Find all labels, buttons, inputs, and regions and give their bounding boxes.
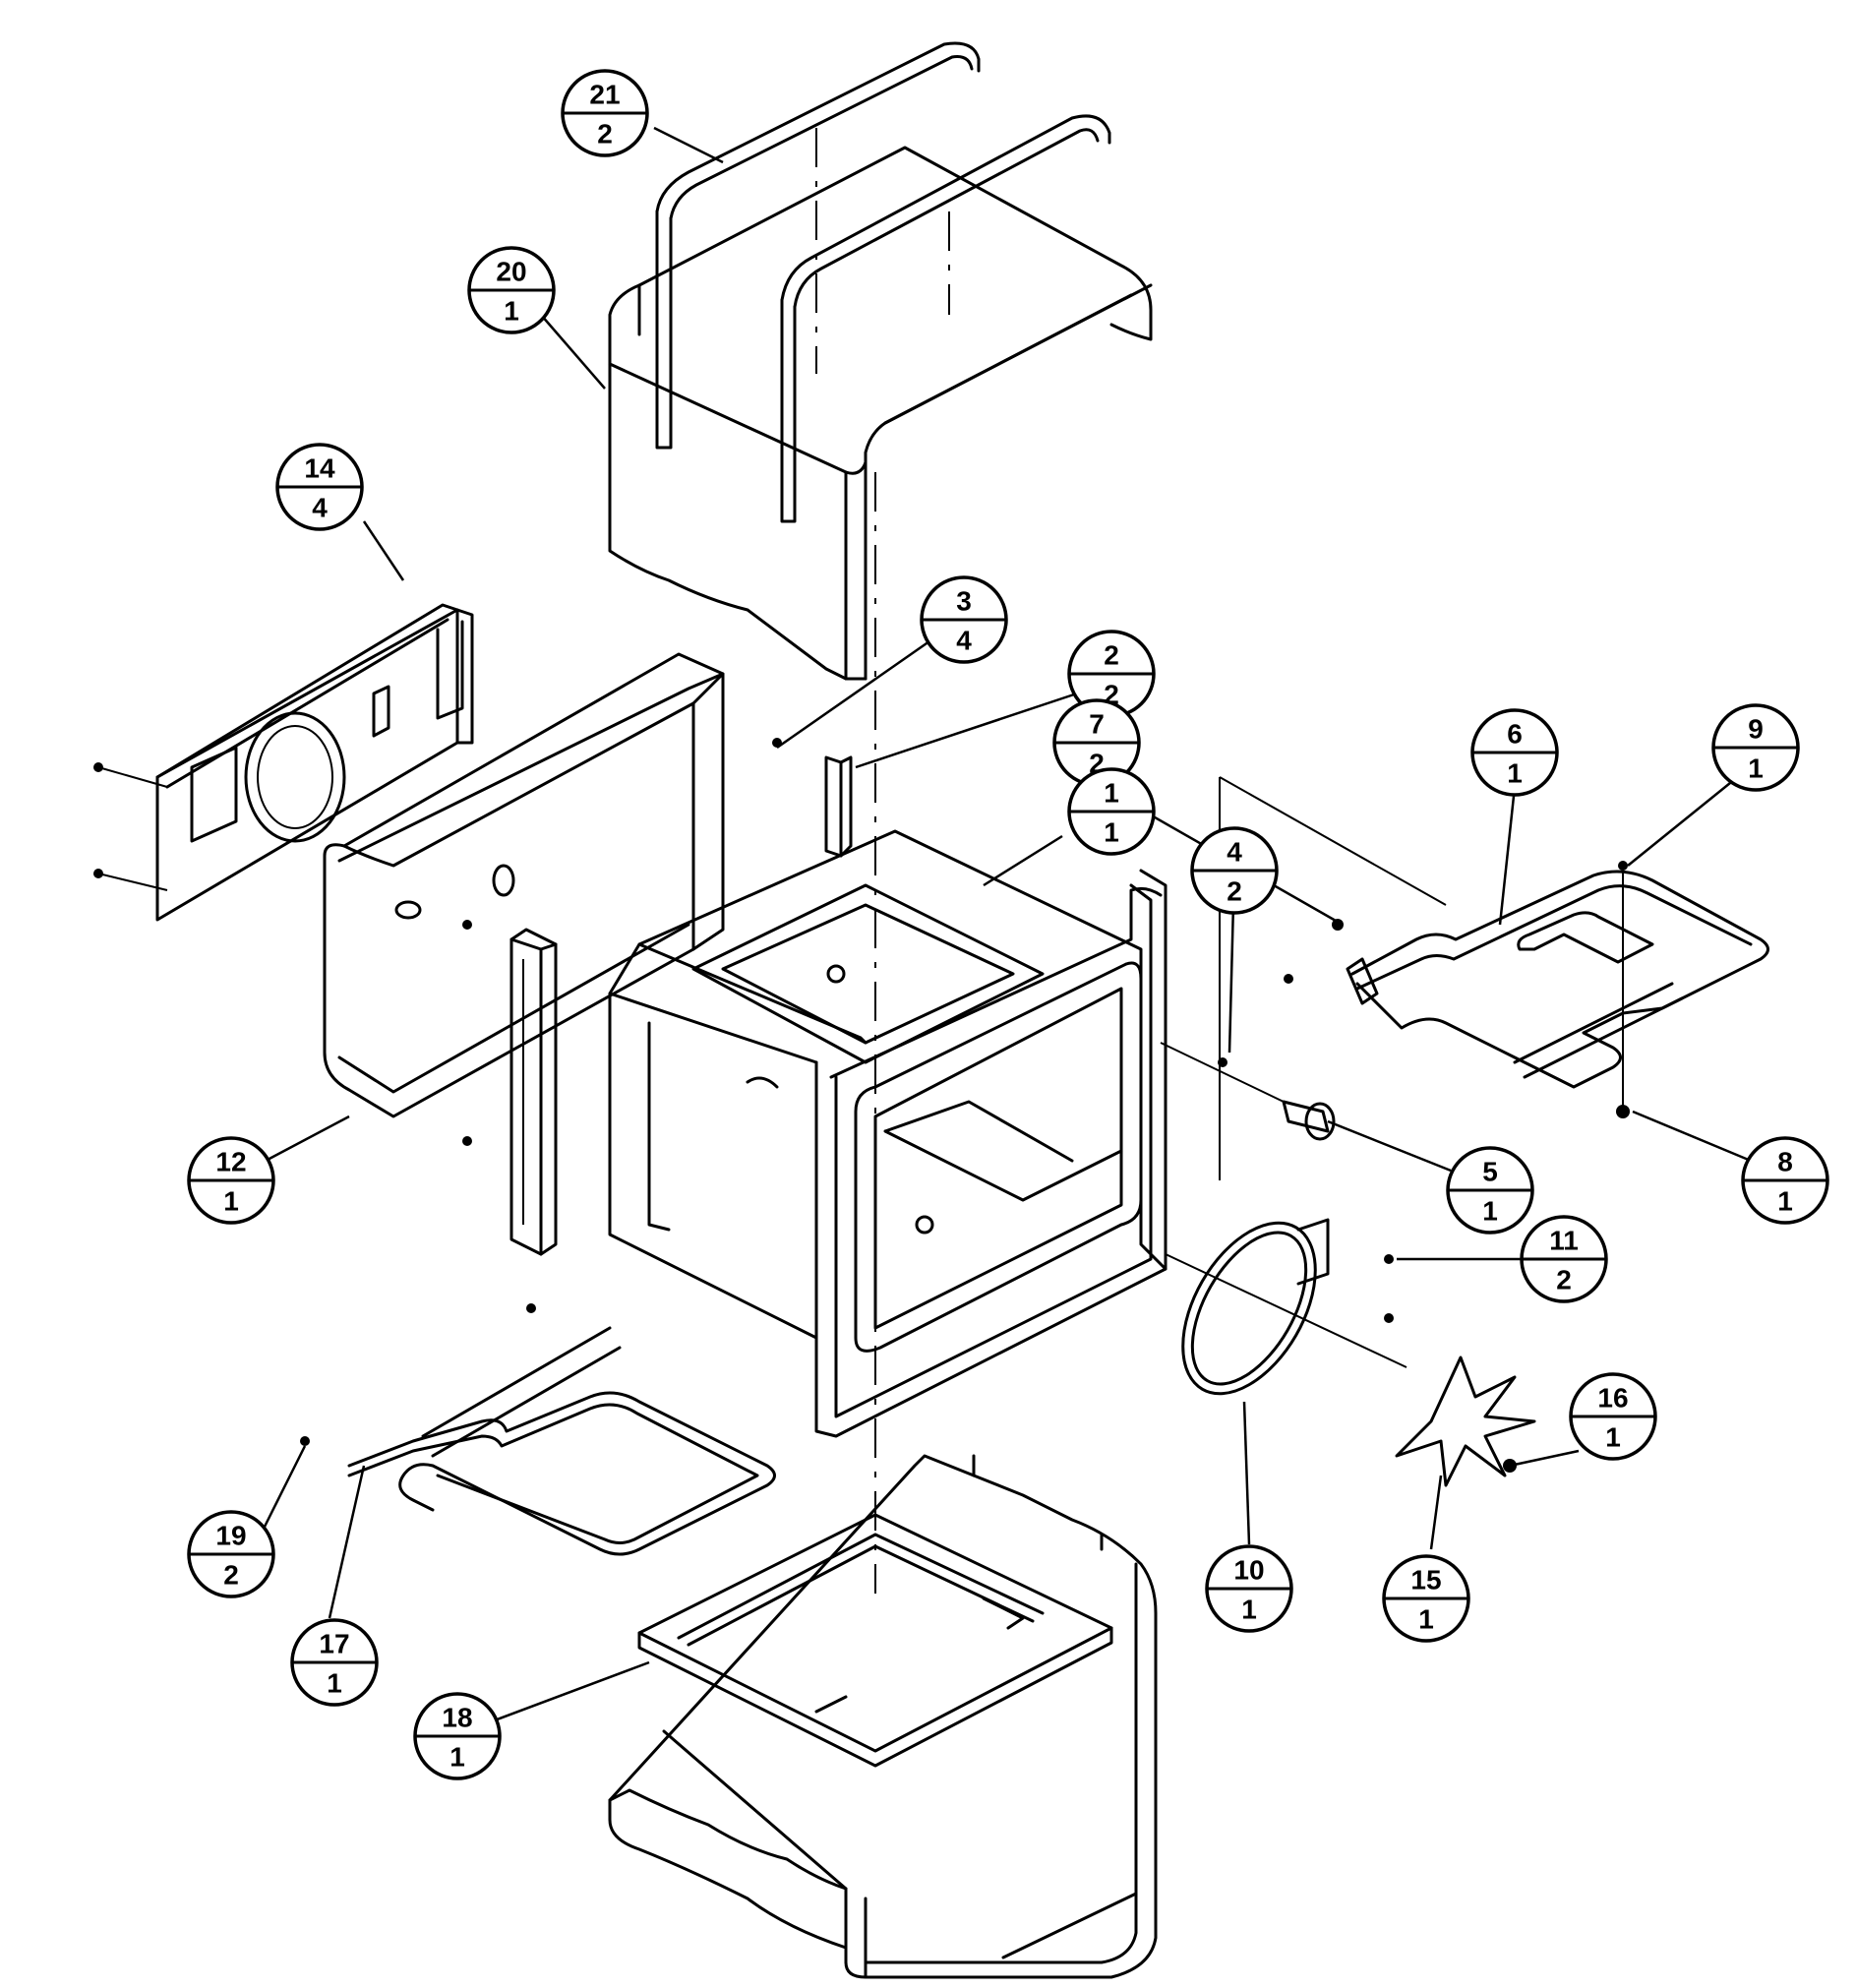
callout-quantity: 1: [1241, 1595, 1257, 1625]
callout-15: 151: [1382, 1554, 1470, 1643]
part-21-top-rails: [655, 41, 1111, 523]
callout-part-number: 16: [1597, 1383, 1628, 1414]
callout-quantity: 1: [327, 1668, 342, 1699]
callout-14: 144: [275, 443, 364, 531]
part-5-sensor: [1160, 1042, 1336, 1141]
callout-part-number: 6: [1507, 719, 1523, 750]
callout-quantity: 2: [1227, 876, 1242, 907]
callout-quantity: 1: [223, 1186, 239, 1217]
callout-4: 42: [1190, 826, 1279, 915]
callout-part-number: 12: [215, 1147, 246, 1177]
callout-10: 101: [1205, 1544, 1293, 1633]
callout-quantity: 1: [1418, 1604, 1434, 1635]
callout-quantity: 2: [223, 1560, 239, 1591]
callout-part-number: 11: [1549, 1226, 1579, 1256]
callout-part-number: 20: [496, 257, 526, 287]
callout-7: 72: [1052, 698, 1141, 787]
leader-lines: [259, 126, 1757, 1723]
callout-6: 61: [1470, 708, 1559, 797]
part-6-broil-element: [1219, 776, 1769, 1180]
side-bracket-strip: [509, 928, 558, 1256]
callout-quantity: 1: [1104, 817, 1119, 848]
callout-20: 201: [467, 246, 556, 334]
callout-part-number: 7: [1089, 709, 1105, 740]
callout-part-number: 10: [1233, 1555, 1264, 1586]
callout-1: 11: [1067, 767, 1156, 856]
callout-17: 171: [290, 1618, 379, 1707]
callout-part-number: 21: [589, 80, 620, 110]
callout-part-number: 5: [1482, 1157, 1498, 1187]
callout-part-number: 3: [956, 586, 972, 617]
callout-part-number: 9: [1748, 714, 1764, 745]
part-18-bottom-tray: [637, 1513, 1113, 1768]
callout-part-number: 14: [304, 453, 335, 484]
callout-quantity: 1: [1605, 1422, 1621, 1453]
callout-12: 121: [187, 1136, 275, 1225]
callout-16: 161: [1569, 1372, 1657, 1461]
part-10-circular-element: [1165, 1218, 1407, 1396]
callout-part-number: 1: [1104, 778, 1119, 809]
callout-19: 192: [187, 1510, 275, 1598]
part-1-oven-cavity: [608, 829, 1167, 1438]
part-2-bracket: [772, 738, 853, 858]
callout-quantity: 1: [1777, 1186, 1793, 1217]
callout-quantity: 2: [597, 119, 613, 150]
callout-9: 91: [1711, 703, 1800, 792]
callout-part-number: 17: [319, 1629, 349, 1659]
callout-quantity: 1: [449, 1742, 465, 1773]
part-14-rear-panel: [93, 603, 474, 922]
callout-quantity: 4: [956, 626, 972, 656]
part-base-wrapper: [608, 1454, 1158, 1979]
part-20-outer-wrapper: [608, 146, 1153, 681]
callout-part-number: 8: [1777, 1147, 1793, 1177]
callout-3: 34: [920, 575, 1008, 664]
callout-part-number: 19: [215, 1521, 246, 1551]
callout-part-number: 2: [1104, 640, 1119, 671]
callout-part-number: 4: [1227, 837, 1242, 868]
callout-18: 181: [413, 1692, 502, 1780]
part-17-bake-element: [300, 1303, 776, 1556]
callout-quantity: 2: [1556, 1265, 1572, 1295]
callout-5: 51: [1446, 1146, 1534, 1235]
part-15-fan-blade: [1395, 1355, 1536, 1487]
callout-part-number: 15: [1410, 1565, 1441, 1596]
callout-quantity: 1: [1507, 758, 1523, 789]
callout-11: 112: [1520, 1215, 1608, 1303]
part-12-side-panel: [323, 652, 725, 1146]
callout-quantity: 1: [1748, 753, 1764, 784]
callout-quantity: 1: [504, 296, 519, 327]
callout-8: 81: [1741, 1136, 1829, 1225]
callout-part-number: 18: [442, 1703, 472, 1733]
callout-quantity: 4: [312, 493, 328, 523]
callout-21: 212: [561, 69, 649, 157]
callout-quantity: 1: [1482, 1196, 1498, 1227]
